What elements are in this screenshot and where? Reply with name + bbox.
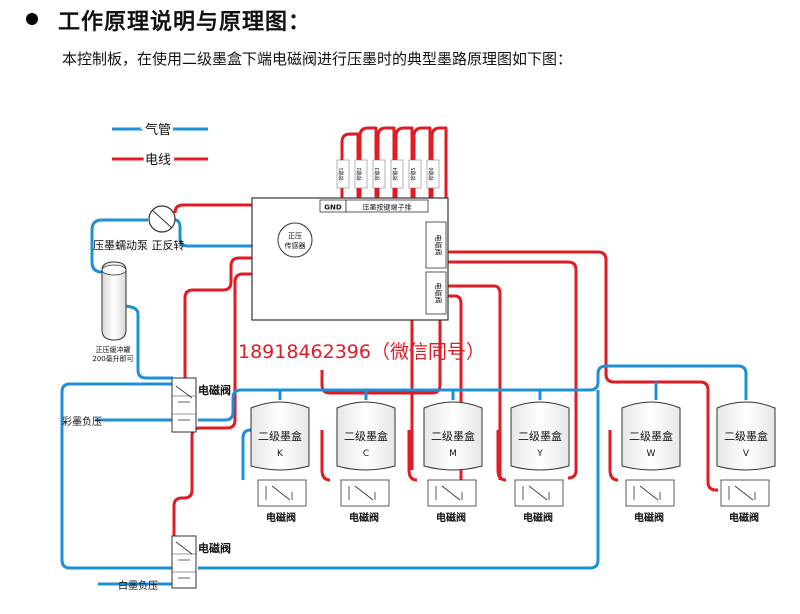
buffer-label-line1: 正压缓冲罐 bbox=[96, 345, 131, 354]
button-label-6: 按键6 bbox=[428, 167, 435, 180]
valve-port-2 bbox=[425, 271, 447, 315]
button-label-5: 按键5 bbox=[410, 167, 417, 180]
sensor-label-line1: 正压 bbox=[288, 232, 302, 240]
sensor-label-line2: 传感器 bbox=[285, 241, 306, 250]
cartridge-w-valve-label: 电磁阀 bbox=[634, 511, 664, 524]
buffer-label-line2: 200毫升即可 bbox=[92, 354, 133, 363]
cartridge-v-title: 二级墨盒 bbox=[724, 429, 768, 443]
color-ink-negative-label: 彩墨负压 bbox=[62, 415, 102, 428]
pump-label: 压墨蠕动泵 正反转 bbox=[93, 238, 185, 252]
white-valve-label: 电磁阀 bbox=[198, 541, 231, 555]
cartridge-w: 二级墨盒 W 电磁阀 bbox=[621, 401, 681, 524]
cartridge-v-valve-label: 电磁阀 bbox=[729, 511, 759, 524]
cartridge-k: 二级墨盒 K 电磁阀 bbox=[250, 401, 310, 524]
button-terminal-block bbox=[345, 199, 429, 213]
valve-port-1 bbox=[425, 221, 447, 269]
legend: 气管 电线 bbox=[112, 119, 208, 171]
cartridge-c: 二级墨盒 C 电磁阀 bbox=[336, 401, 396, 524]
section-title: 工作原理说明与原理图： bbox=[58, 10, 312, 35]
cartridge-m-letter: M bbox=[449, 449, 457, 459]
section-subtitle: 本控制板，在使用二级墨盒下端电磁阀进行压墨时的典型墨路原理图如下图： bbox=[62, 50, 573, 68]
cartridge-m: 二级墨盒 M 电磁阀 bbox=[423, 401, 483, 524]
button-labels: 按键1 按键2 按键3 按键4 按键5 按键6 bbox=[336, 159, 440, 189]
control-board: GND 压墨按键端子排 按键1 按键2 按键3 按键4 按键5 按键6 正压 传… bbox=[251, 159, 449, 321]
white-ink-negative-label: 白墨负压 bbox=[118, 579, 158, 592]
cartridge-m-valve-label: 电磁阀 bbox=[436, 511, 466, 524]
legend-wire-label: 电线 bbox=[145, 153, 171, 168]
button-label-4: 按键4 bbox=[392, 167, 399, 180]
buffer-tank: 正压缓冲罐 200毫升即可 bbox=[92, 261, 134, 363]
cartridge-y: 二级墨盒 Y 电磁阀 bbox=[510, 401, 570, 524]
cartridge-w-title: 二级墨盒 bbox=[629, 429, 673, 443]
pressure-sensor bbox=[277, 222, 313, 258]
color-ink-valve: 电磁阀 彩墨负压 bbox=[62, 377, 231, 433]
white-ink-valve: 电磁阀 白墨负压 bbox=[118, 535, 231, 592]
button-label-3: 按键3 bbox=[374, 167, 381, 180]
cartridge-y-valve-label: 电磁阀 bbox=[523, 511, 553, 524]
color-valve-label: 电磁阀 bbox=[198, 383, 231, 397]
cartridge-v-letter: V bbox=[743, 449, 750, 459]
peristaltic-pump: 压墨蠕动泵 正反转 bbox=[93, 205, 185, 252]
cartridge-c-valve-label: 电磁阀 bbox=[349, 511, 379, 524]
air-pipe-network bbox=[60, 218, 748, 586]
valve-port-1-label: 电磁阀 bbox=[434, 235, 443, 256]
bullet-dot bbox=[26, 13, 38, 25]
gnd-label: GND bbox=[324, 204, 342, 212]
cartridge-c-title: 二级墨盒 bbox=[344, 429, 388, 443]
button-terminal-label: 压墨按键端子排 bbox=[363, 203, 412, 212]
cartridge-c-letter: C bbox=[363, 449, 369, 459]
cartridge-k-title: 二级墨盒 bbox=[258, 429, 302, 443]
button-label-2: 按键2 bbox=[356, 167, 363, 180]
contact-number: 18918462396（微信同号） bbox=[238, 341, 485, 363]
cartridge-m-title: 二级墨盒 bbox=[431, 429, 475, 443]
cartridge-k-valve-label: 电磁阀 bbox=[266, 511, 296, 524]
cartridge-w-letter: W bbox=[647, 449, 656, 459]
button-label-1: 按键1 bbox=[338, 167, 345, 180]
valve-port-2-label: 电磁阀 bbox=[434, 283, 443, 304]
cartridge-y-title: 二级墨盒 bbox=[518, 429, 562, 443]
cartridge-k-letter: K bbox=[277, 449, 284, 459]
cartridge-v: 二级墨盒 V 电磁阀 bbox=[716, 401, 776, 524]
cartridge-y-letter: Y bbox=[536, 449, 543, 459]
legend-air-pipe-label: 气管 bbox=[145, 122, 171, 138]
